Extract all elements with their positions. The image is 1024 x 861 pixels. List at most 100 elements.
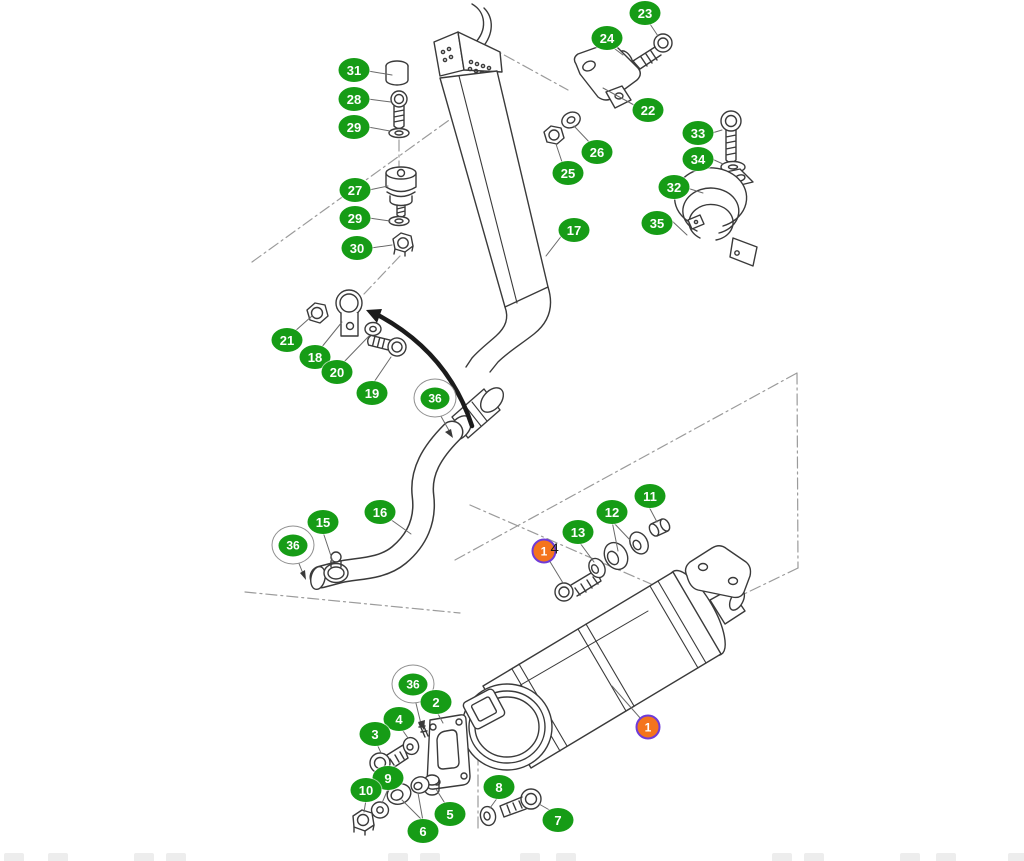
callout-number: 32 bbox=[666, 179, 682, 195]
part-clamp-15 bbox=[323, 551, 349, 584]
callout-number-suffix: 4 bbox=[550, 540, 559, 558]
callout-5[interactable]: 5 bbox=[434, 802, 466, 826]
callout-3[interactable]: 3 bbox=[359, 722, 391, 746]
callout-number: 1 bbox=[540, 544, 548, 558]
callout-number: 20 bbox=[329, 364, 345, 380]
callout-33[interactable]: 33 bbox=[682, 121, 714, 145]
callout-21[interactable]: 21 bbox=[271, 328, 303, 352]
part-insulator-27 bbox=[385, 166, 417, 218]
callout-34[interactable]: 34 bbox=[682, 147, 714, 171]
part-exhaust-pipe-16 bbox=[309, 420, 464, 591]
part-washer-4 bbox=[402, 736, 420, 756]
callout-19[interactable]: 19 bbox=[356, 381, 388, 405]
callout-number: 16 bbox=[372, 504, 388, 520]
part-nut-25 bbox=[543, 125, 565, 145]
callout-32[interactable]: 32 bbox=[658, 175, 690, 199]
callout-7[interactable]: 7 bbox=[542, 808, 574, 832]
callout-17[interactable]: 17 bbox=[558, 218, 590, 242]
callout-22[interactable]: 22 bbox=[632, 98, 664, 122]
part-washer-20 bbox=[364, 321, 382, 337]
callout-number: 15 bbox=[315, 514, 331, 530]
part-washer-29b bbox=[388, 215, 410, 227]
callout-number: 11 bbox=[643, 488, 657, 504]
part-washer-8 bbox=[479, 805, 497, 827]
callout-10[interactable]: 10 bbox=[350, 778, 382, 802]
callout-15[interactable]: 15 bbox=[307, 510, 339, 534]
callout-28[interactable]: 28 bbox=[338, 87, 370, 111]
part-exhaust-pipe-17 bbox=[433, 3, 552, 373]
callout-4[interactable]: 4 bbox=[383, 707, 415, 731]
callout-number: 29 bbox=[346, 119, 362, 135]
callout-number: 30 bbox=[349, 240, 365, 256]
callout-30[interactable]: 30 bbox=[341, 236, 373, 260]
callout-13[interactable]: 13 bbox=[562, 520, 594, 544]
callout-number: 36 bbox=[398, 673, 428, 695]
direction-arrow bbox=[366, 309, 475, 429]
callout-number: 7 bbox=[554, 812, 562, 828]
callout-number: 31 bbox=[346, 62, 362, 78]
part-nut-10 bbox=[352, 809, 375, 836]
callout-number: 29 bbox=[347, 210, 363, 226]
callout-25[interactable]: 25 bbox=[552, 161, 584, 185]
callout-number: 36 bbox=[420, 387, 450, 409]
callout-number: 9 bbox=[384, 770, 392, 786]
callout-12[interactable]: 12 bbox=[596, 500, 628, 524]
callout-11[interactable]: 11 bbox=[634, 484, 666, 508]
callout-23[interactable]: 23 bbox=[629, 1, 661, 25]
callout-number: 1 bbox=[644, 720, 652, 734]
callout-36[interactable]: 36 bbox=[271, 525, 315, 565]
callout-number: 6 bbox=[419, 823, 427, 839]
callout-number: 17 bbox=[566, 222, 582, 238]
part-bolt-23 bbox=[632, 33, 673, 70]
cropped-bottom-row bbox=[0, 852, 1024, 861]
callout-number: 33 bbox=[690, 125, 706, 141]
part-clamp-bracket-18 bbox=[335, 289, 363, 337]
callout-8[interactable]: 8 bbox=[483, 775, 515, 799]
callout-number: 34 bbox=[690, 151, 706, 167]
callout-2[interactable]: 2 bbox=[420, 690, 452, 714]
callout-36[interactable]: 36 bbox=[391, 664, 435, 704]
part-bolt-19 bbox=[367, 334, 407, 357]
part-spacer-11 bbox=[648, 518, 671, 537]
part-stud-36 bbox=[418, 721, 429, 738]
callout-1[interactable]: 1 bbox=[635, 714, 661, 740]
callout-number: 24 bbox=[599, 30, 615, 46]
callout-number: 22 bbox=[640, 102, 656, 118]
callout-29[interactable]: 29 bbox=[338, 115, 370, 139]
part-washers-12 bbox=[603, 531, 649, 571]
callout-number: 27 bbox=[347, 182, 363, 198]
callout-number: 35 bbox=[649, 215, 665, 231]
callout-number: 3 bbox=[371, 726, 379, 742]
callout-26[interactable]: 26 bbox=[581, 140, 613, 164]
callout-number: 2 bbox=[432, 694, 440, 710]
part-bolt-7 bbox=[499, 788, 542, 818]
callout-36[interactable]: 36 bbox=[413, 378, 457, 418]
part-washer-13 bbox=[588, 557, 606, 579]
callout-number: 4 bbox=[395, 711, 403, 727]
callout-number: 23 bbox=[637, 5, 653, 21]
callout-6[interactable]: 6 bbox=[407, 819, 439, 843]
callout-24[interactable]: 24 bbox=[591, 26, 623, 50]
part-bolt-28 bbox=[390, 90, 408, 130]
callout-35[interactable]: 35 bbox=[641, 211, 673, 235]
callout-number: 26 bbox=[589, 144, 605, 160]
part-bolt-33 bbox=[720, 110, 742, 164]
part-hanger-plate-22 bbox=[573, 42, 641, 109]
callout-number: 25 bbox=[560, 165, 576, 181]
part-washer-9 bbox=[370, 801, 390, 819]
callout-20[interactable]: 20 bbox=[321, 360, 353, 384]
callout-number: 10 bbox=[358, 782, 374, 798]
callout-number: 28 bbox=[346, 91, 362, 107]
callout-number: 21 bbox=[279, 332, 295, 348]
callout-29[interactable]: 29 bbox=[339, 206, 371, 230]
construction-guide-lines bbox=[244, 44, 799, 831]
part-nut-21 bbox=[306, 302, 329, 324]
callout-16[interactable]: 16 bbox=[364, 500, 396, 524]
callout-31[interactable]: 31 bbox=[338, 58, 370, 82]
part-bolt-14 bbox=[554, 569, 602, 602]
callout-27[interactable]: 27 bbox=[339, 178, 371, 202]
